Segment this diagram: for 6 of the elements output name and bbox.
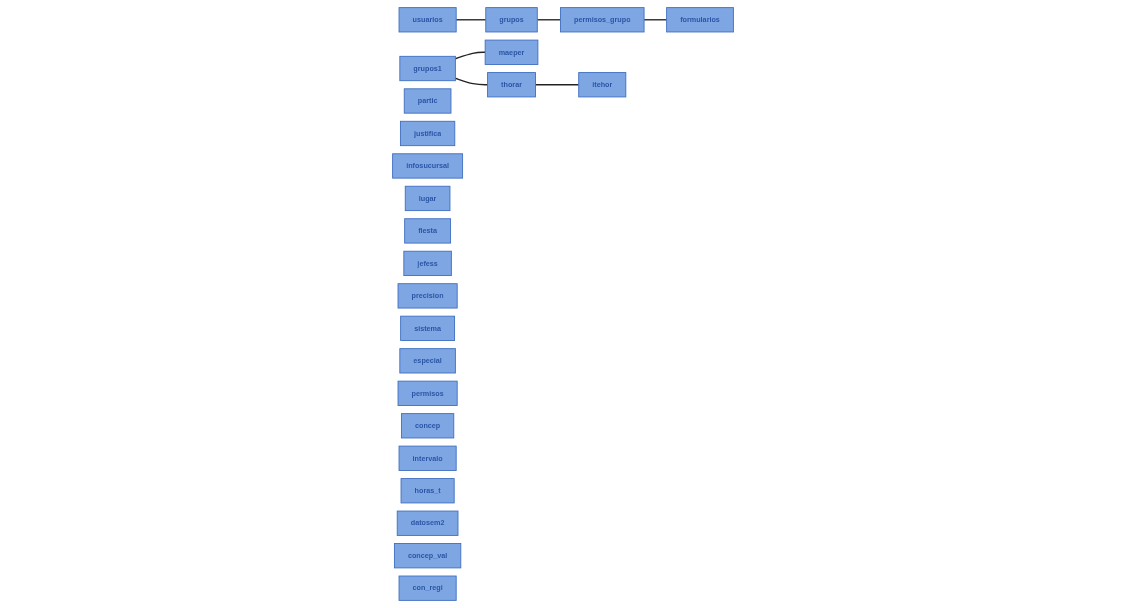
connector	[643, 19, 668, 21]
connector	[454, 51, 486, 60]
connector	[536, 19, 562, 21]
connector	[455, 19, 487, 21]
connector	[534, 84, 580, 86]
connector	[454, 77, 489, 86]
